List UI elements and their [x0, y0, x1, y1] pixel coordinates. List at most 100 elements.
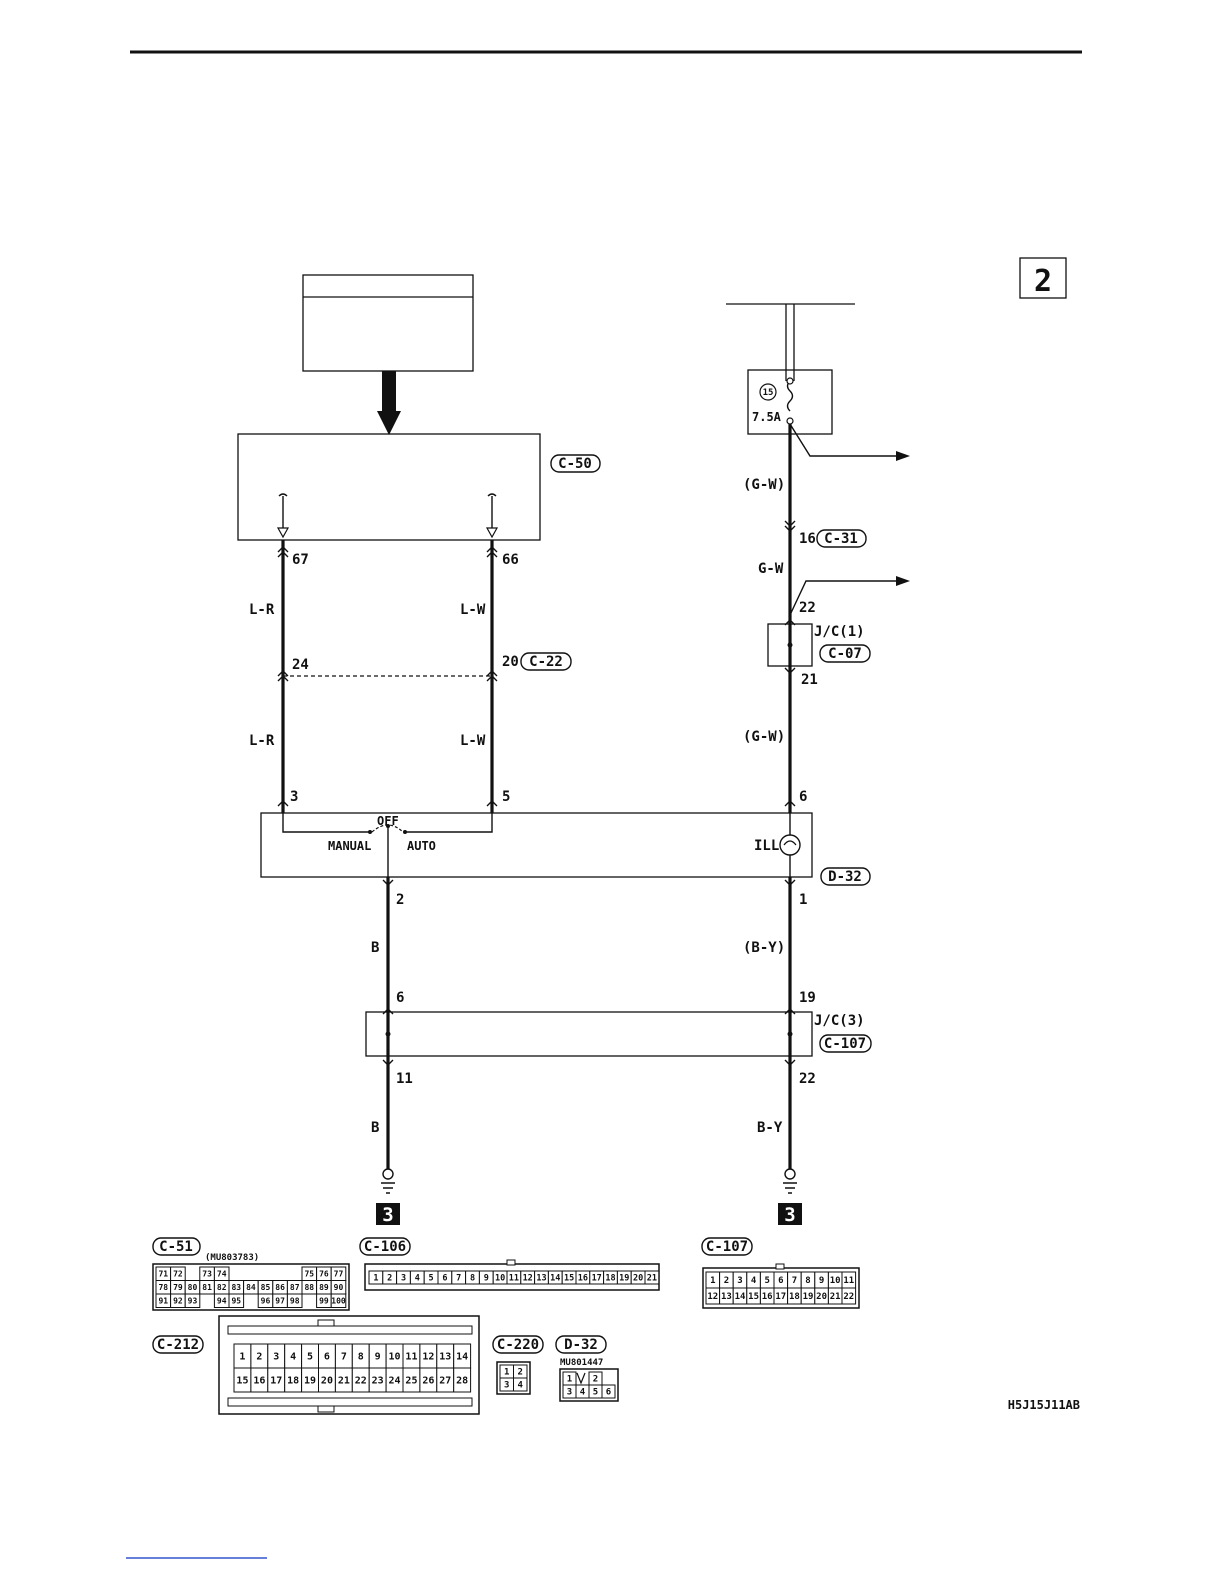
ecu-terminal-66 — [487, 493, 497, 528]
ground-terminal-right — [784, 1168, 796, 1180]
ground-marker-left-label: 3 — [382, 1204, 393, 1226]
connector-tag-c51 — [152, 1237, 201, 1256]
pin-6-right: 6 — [799, 789, 807, 805]
c212-pin-label: 18 — [287, 1376, 299, 1387]
ground-marker-right — [778, 1203, 802, 1225]
c51-pin-label: 89 — [319, 1283, 329, 1292]
c107-pin-label: 12 — [707, 1292, 718, 1302]
c212-pin-label: 16 — [253, 1376, 265, 1387]
chevron-66 — [486, 546, 498, 558]
switch-contact-manual — [368, 830, 372, 834]
c107-pin-label: 21 — [830, 1292, 841, 1302]
c106-pin-label: 20 — [633, 1274, 643, 1284]
c106-pin-label: 18 — [605, 1274, 615, 1284]
c51-pin-label: 98 — [290, 1297, 300, 1306]
d32-pin-label: 5 — [593, 1388, 598, 1398]
connector-view-d32-frame — [559, 1368, 619, 1402]
connector-view-c51-frame — [152, 1263, 350, 1311]
c51-pin-label: 76 — [319, 1270, 329, 1279]
c107-pin-label: 16 — [762, 1292, 773, 1302]
connector-tag-c50 — [550, 454, 601, 473]
c212-pin-label: 15 — [236, 1376, 248, 1387]
switch-label-off: OFF — [377, 814, 399, 828]
wire-label-b-y-paren: (B-Y) — [743, 940, 785, 956]
c106-pin-label: 19 — [619, 1274, 629, 1284]
c220-pin-label: 3 — [504, 1381, 509, 1391]
c106-pin-label: 9 — [484, 1274, 489, 1284]
c51-pin-label: 75 — [304, 1270, 314, 1279]
c51-pin-label: 85 — [261, 1283, 271, 1292]
switch-contact-auto — [403, 830, 407, 834]
chevron-jc3-left-top — [382, 1008, 394, 1015]
connector-label-c50: C-50 — [558, 456, 592, 472]
part-number-c51: (MU803783) — [205, 1253, 259, 1263]
jc3-node-right — [787, 1031, 793, 1037]
chevron-jc3-right-bottom — [784, 1059, 796, 1066]
jc1-node — [787, 642, 793, 648]
c51-pin-cell — [286, 1293, 303, 1308]
c107-pin-label: 9 — [819, 1276, 824, 1286]
switch-box — [260, 812, 813, 878]
c107-pin-label: 14 — [735, 1292, 746, 1302]
chevron-6-right — [784, 800, 796, 807]
wire-label-b-upper: B — [371, 940, 379, 956]
connector-view-c106-key — [506, 1259, 516, 1266]
connector-tag-d32 — [820, 867, 871, 886]
switch-l-w-lead — [405, 813, 493, 833]
c106-pin-label: 8 — [470, 1274, 475, 1284]
chevron-67 — [277, 546, 289, 558]
branch-arrow-lower — [896, 576, 910, 586]
c212-pin-label: 4 — [290, 1352, 296, 1363]
pin-21: 21 — [801, 672, 818, 688]
d32-pin-label: 4 — [580, 1388, 586, 1398]
c107-pin-label: 22 — [843, 1292, 854, 1302]
connector-label-c107-jc: C-107 — [824, 1036, 866, 1052]
connector-tag-c220 — [492, 1335, 544, 1354]
c212-pin-label: 6 — [324, 1352, 330, 1363]
ground-terminal-left — [382, 1168, 394, 1180]
ill-lamp-icon — [779, 834, 801, 856]
c106-pin-label: 5 — [429, 1274, 434, 1284]
connector-label-c220: C-220 — [497, 1337, 539, 1353]
wire-label-l-w-lower: L-W — [460, 733, 486, 749]
connector-tag-c212 — [152, 1335, 204, 1354]
c107-pin-label: 1 — [710, 1276, 715, 1286]
c106-pin-label: 15 — [564, 1274, 574, 1284]
c220-pin-cell — [513, 1377, 528, 1392]
c212-pin-label: 8 — [358, 1352, 364, 1363]
pin-6-left: 6 — [396, 990, 404, 1006]
chevron-1 — [784, 879, 796, 886]
c51-pin-cell — [330, 1293, 347, 1308]
c212-pin-label: 28 — [456, 1376, 468, 1387]
c212-pin-label: 21 — [338, 1376, 350, 1387]
c51-pin-label: 71 — [158, 1270, 168, 1279]
connector-view-c220-frame — [496, 1361, 531, 1395]
c51-pin-label: 78 — [158, 1283, 168, 1292]
pin-22-jc1: 22 — [799, 600, 816, 616]
pin-2: 2 — [396, 892, 404, 908]
c220-pin-label: 2 — [518, 1368, 523, 1378]
c107-pin-label: 7 — [792, 1276, 797, 1286]
connector-tag-c07 — [819, 644, 871, 663]
diagram-code: H5J15J11AB — [1008, 1398, 1080, 1412]
c51-pin-label: 99 — [319, 1297, 329, 1306]
pin-19: 19 — [799, 990, 816, 1006]
connector-label-d32-view: D-32 — [564, 1337, 598, 1353]
fuse-rating: 7.5A — [752, 410, 782, 424]
connector-tag-c107-view — [701, 1237, 753, 1256]
d32-pin-label: 3 — [567, 1388, 572, 1398]
ground-marker-right-label: 3 — [784, 1204, 795, 1226]
connector-view-c212-latch-bottom — [317, 1405, 335, 1413]
c51-pin-label: 74 — [217, 1270, 227, 1279]
chevron-3 — [277, 800, 289, 807]
pin-3: 3 — [290, 789, 298, 805]
c106-pin-label: 13 — [536, 1274, 546, 1284]
c107-pin-label: 6 — [778, 1276, 783, 1286]
chevron-jc1-top — [784, 619, 796, 626]
pin-5: 5 — [502, 789, 510, 805]
signal-arrow-shaft — [382, 371, 396, 411]
c212-pin-label: 22 — [355, 1376, 367, 1387]
c51-pin-label: 90 — [334, 1283, 344, 1292]
